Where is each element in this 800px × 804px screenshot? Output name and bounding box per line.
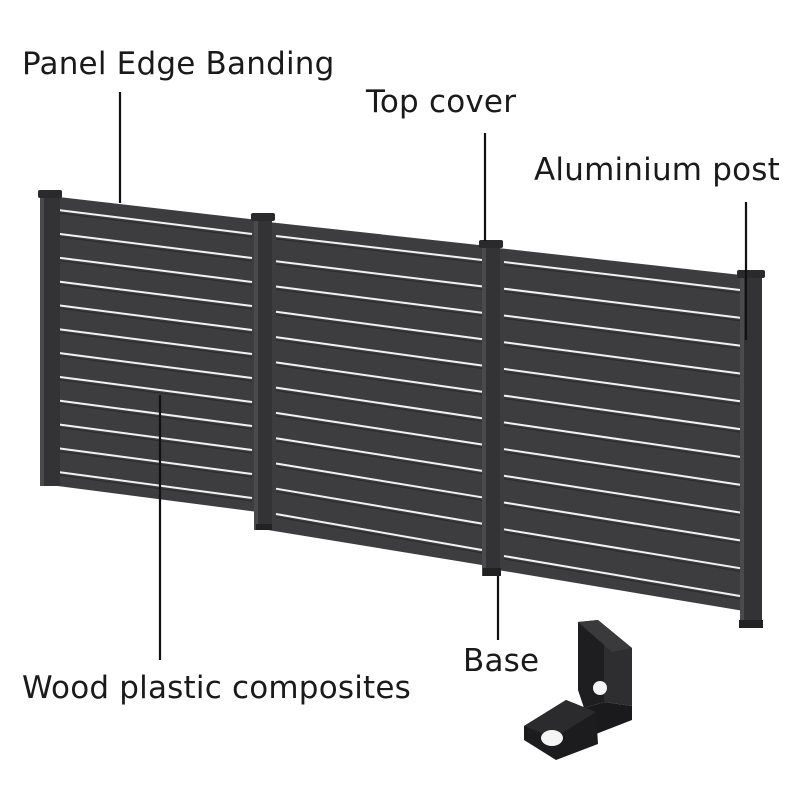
slat-shadow bbox=[503, 451, 741, 489]
slat-gap bbox=[275, 411, 483, 446]
slat-shadow bbox=[275, 289, 483, 317]
slat-shadow bbox=[57, 403, 253, 430]
slat-shadow bbox=[57, 236, 253, 262]
fence-panel-middle bbox=[268, 222, 488, 566]
slat-gap bbox=[275, 260, 483, 288]
slat-shadow bbox=[503, 371, 741, 405]
slat-gap bbox=[57, 447, 253, 475]
slat-gap bbox=[503, 555, 741, 597]
slat-gap bbox=[503, 394, 741, 431]
slat-gap bbox=[275, 386, 483, 420]
slat-gap bbox=[503, 314, 741, 347]
slat-gap bbox=[503, 501, 741, 542]
slat-gap bbox=[275, 285, 483, 314]
slat-gap bbox=[57, 423, 253, 451]
slat-gap bbox=[503, 341, 741, 375]
slat-gap bbox=[275, 310, 483, 341]
slat-gap bbox=[275, 235, 483, 261]
slat-shadow bbox=[275, 390, 483, 422]
fence-panel-left bbox=[50, 196, 258, 512]
slat-shadow bbox=[57, 307, 253, 334]
slat-gap bbox=[57, 328, 253, 355]
slat-gap bbox=[503, 528, 741, 570]
label-base: Base bbox=[463, 643, 540, 679]
slat-shadow bbox=[503, 558, 741, 600]
slat-gap bbox=[503, 474, 741, 514]
slat-shadow bbox=[275, 415, 483, 448]
slat-gap bbox=[57, 351, 253, 379]
slat-gap bbox=[57, 471, 253, 499]
slat-shadow bbox=[503, 398, 741, 433]
slat-shadow bbox=[503, 264, 741, 294]
slat-gap bbox=[503, 421, 741, 458]
slat-gap bbox=[57, 232, 253, 259]
slat-gap bbox=[275, 437, 483, 472]
slat-shadow bbox=[275, 364, 483, 396]
slat-gap bbox=[57, 375, 253, 403]
slat-gap bbox=[57, 280, 253, 307]
aluminium-post-4 bbox=[737, 270, 765, 628]
slat-gap bbox=[503, 367, 741, 403]
slat-gap bbox=[275, 513, 483, 551]
slat-gap bbox=[503, 287, 741, 319]
slat-shadow bbox=[503, 291, 741, 322]
slat-gap bbox=[57, 304, 253, 331]
slat-gap bbox=[57, 399, 253, 427]
slat-shadow bbox=[57, 474, 253, 502]
slat-gap bbox=[275, 462, 483, 499]
slat-gaps-middle bbox=[275, 235, 483, 554]
slat-shadow bbox=[57, 260, 253, 286]
slat-shadow bbox=[57, 284, 253, 310]
slat-gap bbox=[57, 209, 253, 235]
label-top-cover: Top cover bbox=[366, 84, 517, 120]
slat-gap bbox=[57, 256, 253, 283]
aluminium-post-3 bbox=[479, 240, 503, 576]
slat-shadow bbox=[57, 379, 253, 406]
label-aluminium-post: Aluminium post bbox=[534, 152, 780, 188]
leader-lines bbox=[118, 92, 748, 660]
slat-shadow bbox=[275, 238, 483, 264]
slat-gaps-right bbox=[503, 261, 741, 600]
slat-shadow bbox=[57, 450, 253, 478]
slat-shadow bbox=[57, 331, 253, 358]
slat-shadow bbox=[503, 424, 741, 461]
slat-gap bbox=[503, 261, 741, 291]
slat-shadow bbox=[503, 478, 741, 516]
slat-shadow bbox=[503, 531, 741, 572]
slat-gap bbox=[275, 361, 483, 393]
fence-panel-right bbox=[498, 248, 750, 612]
slat-gaps-left bbox=[57, 209, 253, 502]
base-bracket bbox=[524, 620, 632, 760]
slat-shadow bbox=[57, 426, 253, 454]
slat-shadow bbox=[503, 505, 741, 544]
aluminium-post-1 bbox=[38, 190, 62, 486]
slat-gap bbox=[275, 336, 483, 367]
slat-shadow bbox=[275, 263, 483, 290]
label-panel-edge-banding: Panel Edge Banding bbox=[22, 46, 335, 82]
slat-shadow bbox=[275, 466, 483, 501]
slat-shadow bbox=[275, 339, 483, 369]
slat-shadow bbox=[275, 440, 483, 475]
aluminium-post-2 bbox=[251, 213, 275, 530]
slat-shadow bbox=[57, 212, 253, 238]
slat-shadow bbox=[57, 355, 253, 382]
label-wood-plastic-composites: Wood plastic composites bbox=[22, 670, 411, 706]
slat-shadow bbox=[503, 344, 741, 377]
slat-gap bbox=[503, 448, 741, 486]
slat-shadow bbox=[275, 314, 483, 343]
slat-shadow bbox=[275, 491, 483, 528]
slat-gap bbox=[275, 487, 483, 525]
slat-shadow bbox=[503, 318, 741, 350]
slat-shadow bbox=[275, 516, 483, 554]
